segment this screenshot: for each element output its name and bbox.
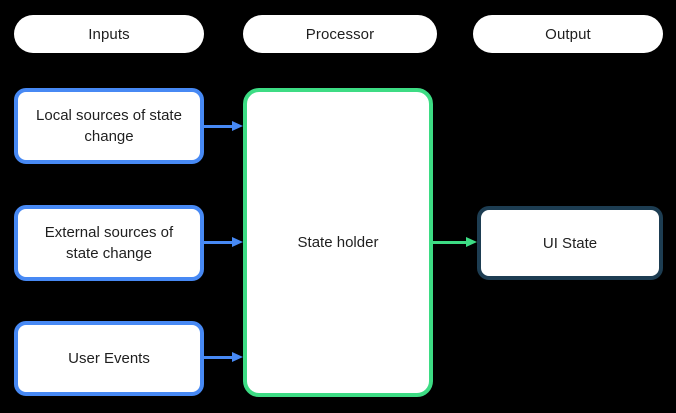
- node-user-events-label: User Events: [68, 350, 150, 367]
- arrow-line: [204, 124, 232, 128]
- arrow-line: [204, 240, 232, 244]
- column-header-processor-label: Processor: [305, 25, 375, 43]
- node-state-holder-label: State holder: [297, 234, 379, 251]
- node-state-holder: State holder: [243, 88, 433, 397]
- node-local-sources: Local sources of state change: [14, 88, 204, 164]
- arrow-user-events-to-state-holder: [204, 351, 243, 363]
- arrow-head-icon: [232, 121, 243, 131]
- node-ui-state: UI State: [477, 206, 663, 280]
- column-header-output: Output: [473, 15, 663, 53]
- node-local-sources-label: Local sources of state change: [36, 107, 182, 145]
- column-header-output-label: Output: [545, 25, 591, 43]
- arrow-state-holder-to-ui-state: [433, 236, 477, 248]
- arrow-local-sources-to-state-holder: [204, 120, 243, 132]
- column-header-inputs-label: Inputs: [88, 25, 130, 43]
- node-external-sources-label: External sources of state change: [44, 224, 174, 262]
- column-header-processor: Processor: [243, 15, 437, 53]
- arrow-line: [204, 355, 232, 359]
- arrow-head-icon: [232, 352, 243, 362]
- arrow-line: [433, 240, 466, 244]
- node-external-sources: External sources of state change: [14, 205, 204, 281]
- arrow-head-icon: [232, 237, 243, 247]
- node-ui-state-label: UI State: [542, 234, 598, 252]
- arrow-external-sources-to-state-holder: [204, 236, 243, 248]
- arrow-head-icon: [466, 237, 477, 247]
- node-user-events: User Events: [14, 321, 204, 396]
- column-header-inputs: Inputs: [14, 15, 204, 53]
